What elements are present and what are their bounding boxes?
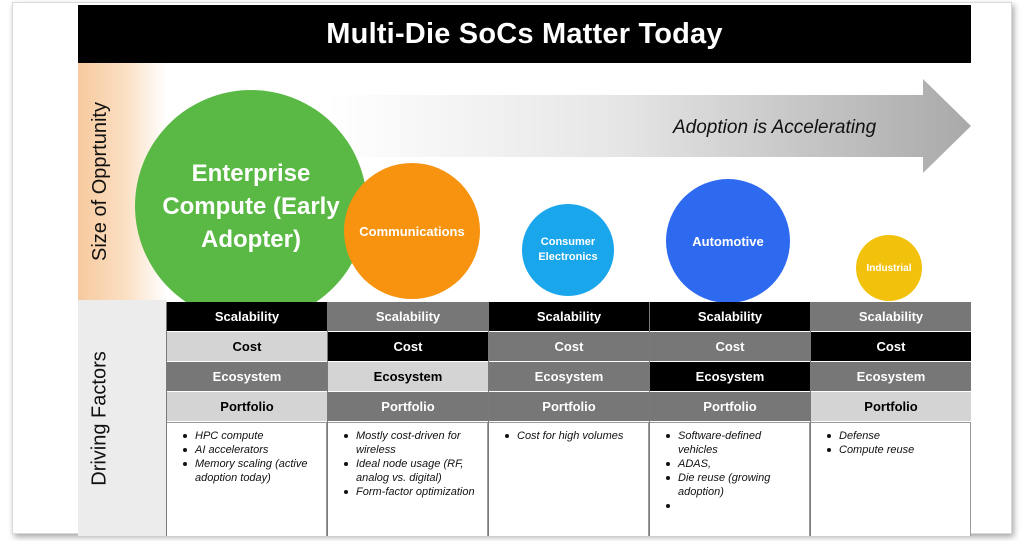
notes-list-item: Form-factor optimization [342, 485, 481, 499]
factor-cell-ecosystem: Ecosystem [167, 362, 327, 391]
notes-list-item: Memory scaling (active adoption today) [181, 457, 320, 485]
notes-list-item [664, 499, 803, 513]
notes-list-item: Software-defined vehicles [664, 429, 803, 457]
factor-cell-cost: Cost [811, 332, 971, 361]
factor-cell-portfolio: Portfolio [811, 392, 971, 421]
enterprise-label: Enterprise Compute (Early Adopter) [162, 159, 340, 253]
notes-list-item: AI accelerators [181, 443, 320, 457]
factors-axis-label: Driving Factors [88, 350, 111, 486]
factor-cell-cost: Cost [167, 332, 327, 361]
factor-cell-scalability: Scalability [328, 302, 488, 331]
factor-cell-ecosystem: Ecosystem [328, 362, 488, 391]
communications-label: Communications [359, 223, 465, 239]
enterprise-circle: Enterprise Compute (Early Adopter) [135, 90, 367, 322]
notes-list-item: Mostly cost-driven for wireless [342, 429, 481, 457]
notes-list: Cost for high volumes [503, 429, 642, 443]
factor-cell-portfolio: Portfolio [328, 392, 488, 421]
factor-cell-ecosystem: Ecosystem [811, 362, 971, 391]
factor-cell-portfolio: Portfolio [650, 392, 810, 421]
consumer-electronics-label: Consumer Electronics [538, 236, 598, 263]
factor-cell-ecosystem: Ecosystem [489, 362, 649, 391]
notes-list-item: Compute reuse [825, 443, 964, 457]
factor-cell-scalability: Scalability [811, 302, 971, 331]
consumer-electronics-circle: Consumer Electronics [522, 204, 614, 296]
notes-list-item: Die reuse (growing adoption) [664, 471, 803, 499]
communications-circle: Communications [344, 163, 480, 299]
factor-cell-cost: Cost [489, 332, 649, 361]
factor-cell-scalability: Scalability [167, 302, 327, 331]
notes-list-item: ADAS, [664, 457, 803, 471]
factors-side-band [78, 300, 166, 536]
segment-notes: Cost for high volumes [489, 422, 649, 536]
factor-cell-cost: Cost [328, 332, 488, 361]
adoption-arrow [328, 79, 971, 173]
slide-title: Multi-Die SoCs Matter Today [78, 5, 971, 63]
slide-frame: Multi-Die SoCs Matter Today Size of Oppr… [12, 2, 1012, 536]
automotive-label: Automotive [692, 233, 764, 249]
slide: Multi-Die SoCs Matter Today Size of Oppr… [78, 5, 971, 536]
arrow-shape [328, 79, 971, 173]
factor-cell-cost: Cost [650, 332, 810, 361]
notes-list-item: Ideal node usage (RF, analog vs. digital… [342, 457, 481, 485]
factor-cell-ecosystem: Ecosystem [650, 362, 810, 391]
industrial-circle: Industrial [856, 235, 922, 301]
factor-cell-portfolio: Portfolio [489, 392, 649, 421]
factor-cell-scalability: Scalability [650, 302, 810, 331]
factor-cell-portfolio: Portfolio [167, 392, 327, 421]
industrial-label: Industrial [866, 262, 912, 274]
notes-list-item: Defense [825, 429, 964, 443]
automotive-circle: Automotive [666, 179, 790, 303]
adoption-arrow-label: Adoption is Accelerating [673, 117, 877, 138]
notes-list-item: Cost for high volumes [503, 429, 642, 443]
notes-list-item: HPC compute [181, 429, 320, 443]
factor-cell-scalability: Scalability [489, 302, 649, 331]
